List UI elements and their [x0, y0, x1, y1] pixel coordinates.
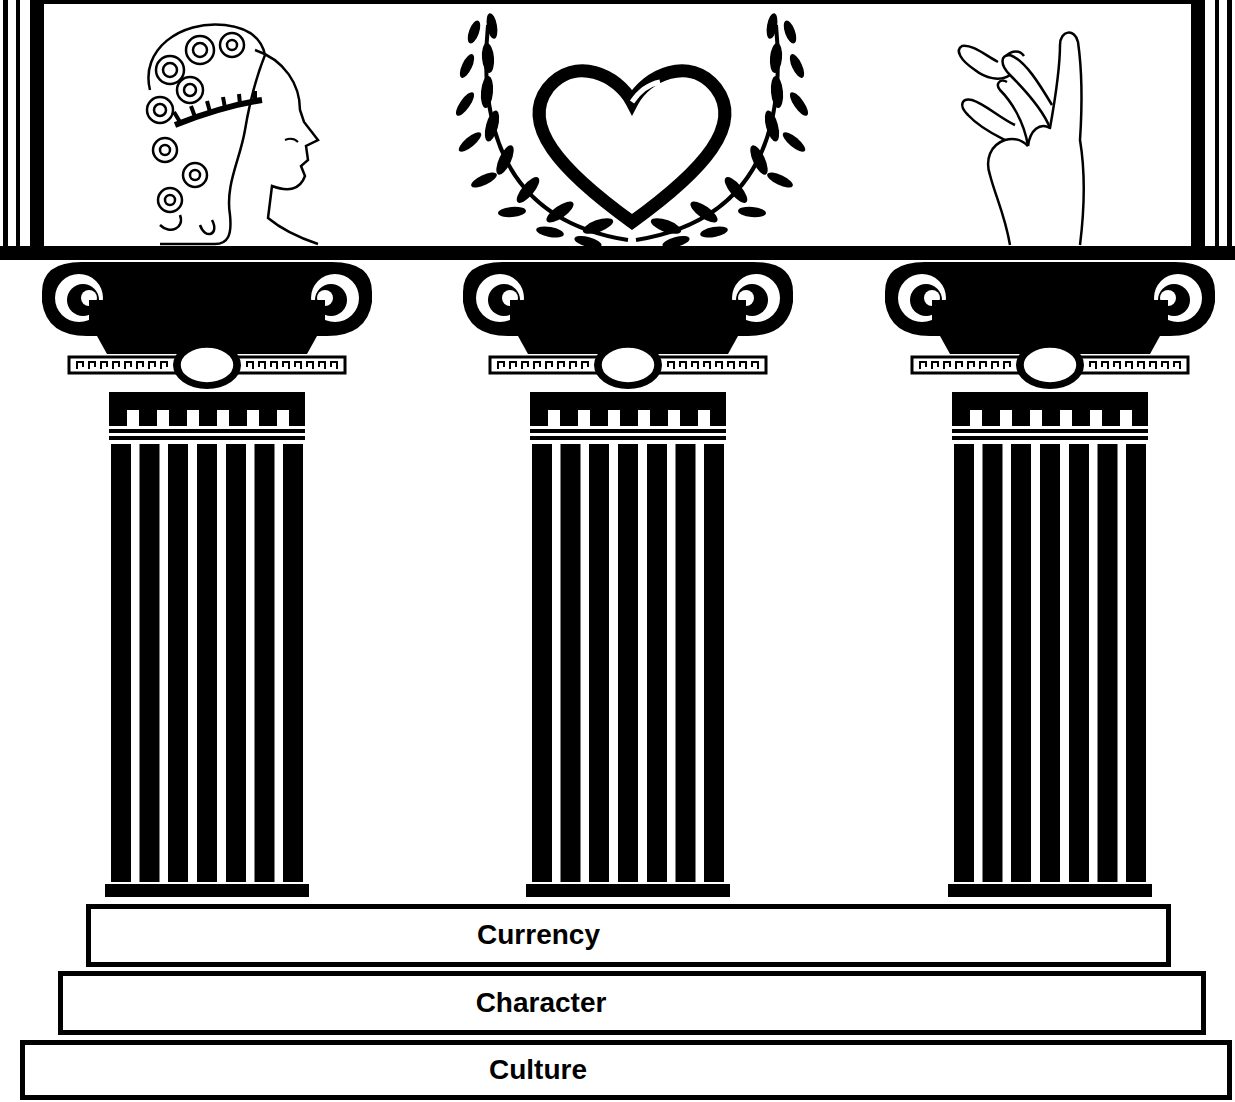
step-label: Currency [477, 920, 600, 951]
ionic-column [885, 262, 1215, 897]
ionic-column [42, 262, 372, 897]
step-label: Character [476, 988, 607, 1019]
hand-icon [959, 33, 1084, 245]
ionic-column [463, 262, 793, 897]
heart-laurel-icon [453, 12, 811, 250]
step-label: Culture [489, 1055, 587, 1086]
temple-step: Currency [86, 904, 1171, 967]
entablature-frame [0, 0, 1235, 260]
temple-step: Character [58, 971, 1206, 1035]
temple-step: Culture [20, 1040, 1232, 1100]
head-icon [147, 24, 318, 244]
